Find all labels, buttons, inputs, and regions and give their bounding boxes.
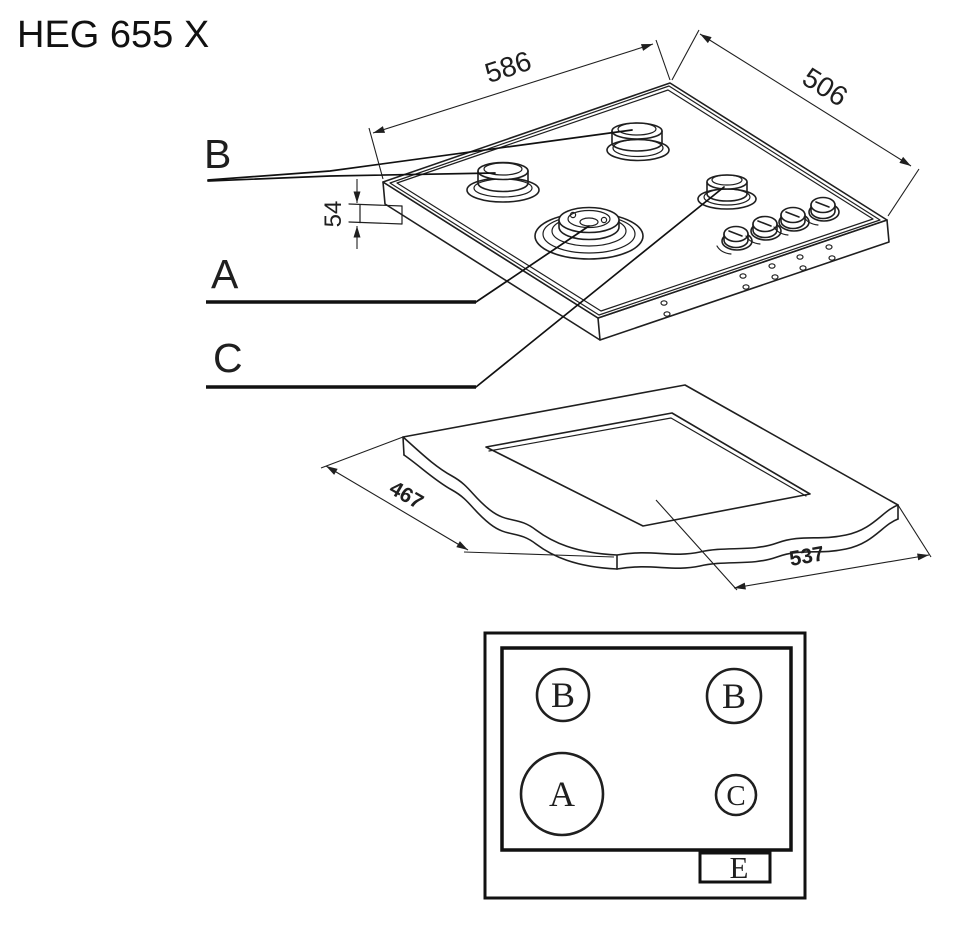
burner-small-c [697,174,757,210]
burner-wok-a [534,206,644,260]
dim-depth-value: 506 [797,61,853,112]
gas-connection-box [348,203,403,225]
knob-2 [745,215,782,245]
dimension-cutout-537: 537 [655,499,932,591]
dim-cutout-width-value: 537 [788,542,827,571]
plan-burner-back-left [535,667,591,723]
plan-burner-front-right [714,773,758,817]
plan-control-panel-box [698,851,772,884]
plan-outline [483,631,807,900]
plan-burner-back-right [705,667,763,725]
plan-burner-back-left-label: B [551,675,575,715]
isometric-view: B A C 586 506 54 [204,29,920,389]
knob-1 [716,225,753,255]
plan-cooktop-frame [500,646,793,852]
burner-left-b [466,161,540,203]
cutout-view: 467 537 [320,384,932,591]
plan-burner-back-right-label: B [722,676,746,716]
mounting-holes [660,244,836,317]
plan-view: B B A C E [483,631,807,900]
dim-cutout-depth-value: 467 [385,477,427,514]
plan-burner-front-right-label: C [726,780,745,812]
plan-burner-front-left-label: A [549,774,575,814]
hob-glass-top [382,82,888,319]
callout-c-label: C [213,335,243,381]
knob-4 [803,196,840,226]
plan-control-panel-label: E [730,850,749,885]
control-knobs [716,196,840,255]
dim-height-value: 54 [320,201,347,228]
callout-a-label: A [211,251,239,297]
plan-burner-front-left [519,751,605,837]
cutout-hole [485,412,811,527]
knob-3 [773,206,810,236]
callout-b-label: B [204,131,231,177]
page-title: HEG 655 X [17,14,209,56]
callout-leaders [206,129,725,389]
dimension-height-54: 54 [320,179,361,249]
dim-width-value: 586 [481,45,535,89]
